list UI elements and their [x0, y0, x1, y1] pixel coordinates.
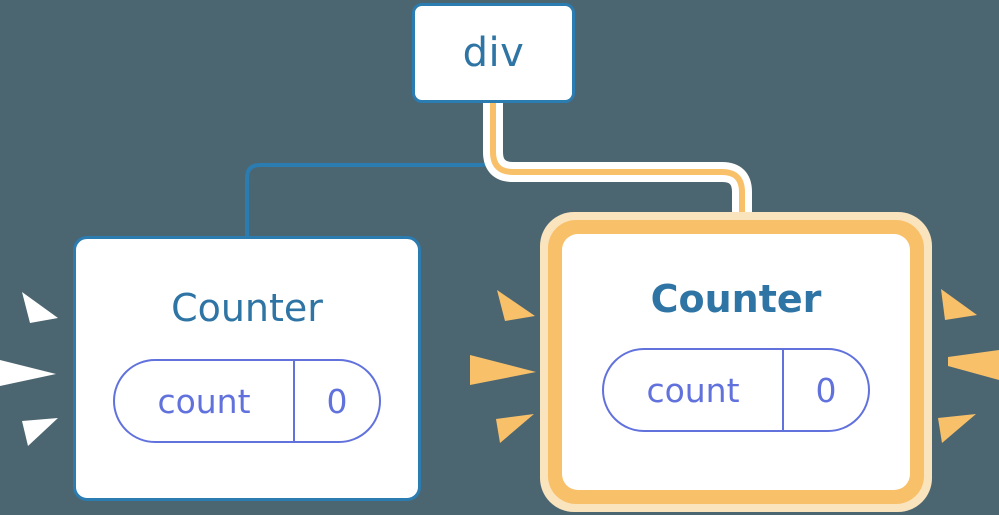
state-value-right: 0: [815, 370, 837, 410]
burst-wedge-amber-a-bottom: [496, 414, 534, 443]
burst-wedge-white-mid: [0, 360, 56, 386]
burst-wedge-amber-b-bottom: [938, 414, 976, 443]
node-counter-left[interactable]: Counter count 0: [73, 236, 421, 501]
edge-div-to-counter-right-halo: [483, 103, 752, 228]
burst-left-outer: [0, 292, 58, 446]
burst-wedge-amber-b-mid: [948, 350, 999, 380]
burst-wedge-amber-a-mid: [470, 355, 536, 385]
node-div-label: div: [462, 30, 525, 76]
state-pill-left: count 0: [113, 359, 381, 443]
edge-div-to-counter-right: [490, 103, 745, 228]
state-value-left: 0: [326, 381, 348, 421]
state-key-left: count: [115, 361, 295, 441]
burst-wedge-amber-a-top: [497, 290, 535, 321]
burst-wedge-white-top: [22, 292, 58, 323]
edge-div-to-counter-left: [245, 101, 495, 238]
burst-left-inner: [470, 290, 536, 443]
burst-right-outer: [938, 289, 999, 443]
node-counter-right-label: Counter: [650, 277, 822, 321]
node-counter-left-label: Counter: [171, 286, 323, 330]
burst-wedge-amber-b-top: [941, 289, 977, 320]
state-key-right: count: [604, 350, 784, 430]
burst-wedge-white-bottom: [22, 418, 58, 446]
node-counter-right[interactable]: Counter count 0: [562, 234, 910, 490]
node-counter-right-highlight: Counter count 0: [540, 212, 932, 512]
state-pill-right: count 0: [602, 348, 870, 432]
node-div[interactable]: div: [412, 3, 575, 103]
